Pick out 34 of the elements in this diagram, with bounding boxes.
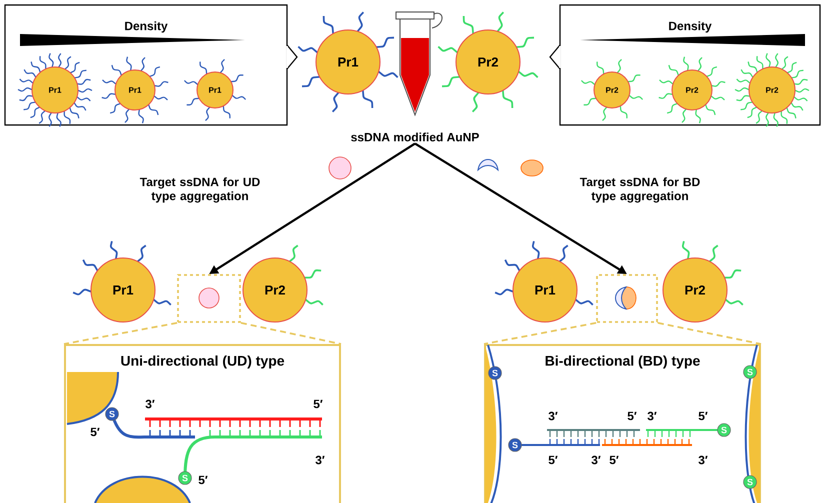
nanoparticle: Pr2 (662, 241, 744, 322)
nanoparticle: Pr1 (494, 241, 594, 322)
nanoparticle: Pr1 (184, 58, 246, 122)
nanoparticle: Pr2 (734, 53, 810, 127)
strand-end-label: 5′ (90, 428, 100, 436)
zoom-line (484, 322, 596, 345)
strand-end-label: 5′ (628, 412, 637, 420)
edge-label: Target ssDNA for BD type aggregation (580, 177, 700, 203)
strand-end-label: 3′ (698, 456, 708, 464)
nanoparticle: Pr2 (658, 56, 726, 124)
nanoparticle: Pr2 (242, 244, 324, 322)
zoom-line (240, 322, 342, 345)
nanoparticle: Pr1 (18, 53, 92, 127)
strand-end-label: 5′ (698, 412, 708, 420)
dashed-box (596, 274, 658, 323)
strand-end-label: 5′ (314, 400, 323, 408)
dashed-box (177, 274, 241, 323)
zoom-line (658, 322, 762, 345)
strand-end-label: 3′ (146, 400, 155, 408)
nanoparticle: Pr2 (438, 12, 538, 112)
strand-end-label: 3′ (592, 456, 601, 464)
strand-end-label: 5′ (198, 476, 208, 484)
nanoparticle: Pr2 (581, 58, 644, 122)
strand-end-label: 5′ (610, 456, 619, 464)
zoom-line (64, 322, 178, 345)
caption-text: ssDNA modified AuNP (351, 132, 479, 142)
nanoparticle: Pr1 (298, 12, 398, 112)
nanoparticle: Pr1 (102, 56, 168, 124)
strand-end-label: 5′ (548, 456, 558, 464)
strand-end-label: 3′ (548, 412, 558, 420)
strand-end-label: 3′ (316, 456, 325, 464)
strand-end-label: 3′ (648, 412, 657, 420)
nanoparticle: Pr1 (72, 241, 172, 322)
edge-label: Target ssDNA for UD type aggregation (140, 177, 260, 203)
